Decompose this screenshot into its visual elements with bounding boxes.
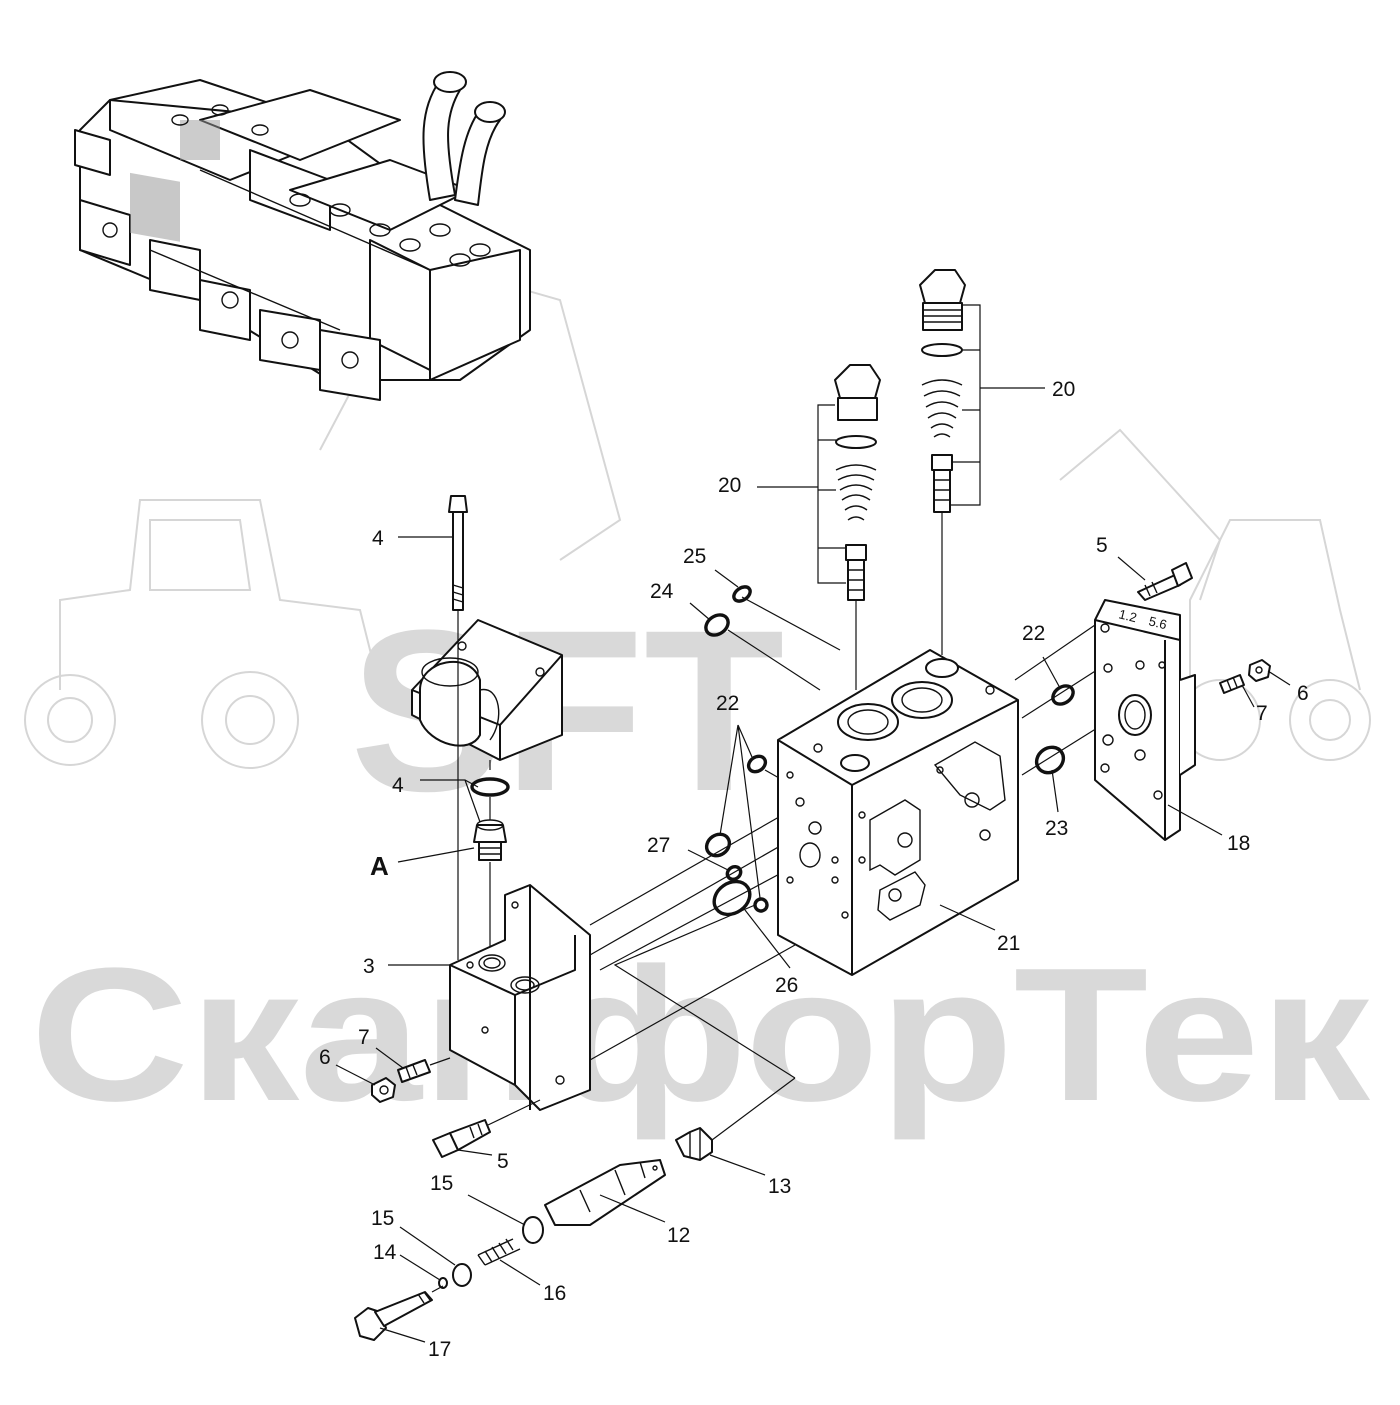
callout-20-left: 20 <box>718 474 741 497</box>
spool-axis <box>431 904 796 1293</box>
nut-left <box>371 1077 396 1103</box>
callout-7-right: 7 <box>1256 702 1268 725</box>
callout-27: 27 <box>647 834 670 857</box>
callout-21: 21 <box>997 932 1020 955</box>
callout-5-left: 5 <box>497 1150 509 1173</box>
plate-marking-right: 5.6 <box>1147 613 1168 632</box>
spring-16 <box>477 1238 521 1266</box>
callout-22-mid: 22 <box>716 692 739 715</box>
callout-6-right: 6 <box>1297 682 1309 705</box>
callout-15-upper: 15 <box>430 1172 453 1195</box>
relief-valve-right <box>919 269 1045 655</box>
bolt-right <box>1137 562 1193 601</box>
callout-A: A <box>370 851 389 881</box>
callout-7-left: 7 <box>358 1026 370 1049</box>
adapter-block <box>449 884 591 1111</box>
callout-20-right: 20 <box>1052 378 1075 401</box>
solenoid-coil <box>411 619 563 761</box>
spool-12 <box>544 1159 666 1226</box>
watermark-tractor-right <box>1179 519 1371 761</box>
callout-24: 24 <box>650 580 674 603</box>
plate-marking-left: 1.2 <box>1117 606 1138 625</box>
callout-3: 3 <box>363 955 375 978</box>
callout-14: 14 <box>373 1241 397 1264</box>
callout-12: 12 <box>667 1224 690 1247</box>
valve-assembly-overview <box>74 71 531 401</box>
callout-16: 16 <box>543 1282 566 1305</box>
relief-valve-left <box>817 364 881 690</box>
seal-rings <box>704 585 1075 917</box>
watermark-brand: СканфорТек <box>30 929 1371 1141</box>
callout-4-top: 4 <box>372 527 384 550</box>
long-bolt <box>448 495 468 640</box>
grub-screw-right <box>1219 674 1245 694</box>
callout-25: 25 <box>683 545 706 568</box>
callout-6-left: 6 <box>319 1046 331 1069</box>
callout-17: 17 <box>428 1338 451 1361</box>
callout-13: 13 <box>768 1175 791 1198</box>
callout-22-right: 22 <box>1022 622 1045 645</box>
valve-insert-A <box>473 819 507 861</box>
callout-26: 26 <box>775 974 798 997</box>
bolt-left <box>432 1119 491 1158</box>
valve-section-block <box>777 649 1019 976</box>
washer-15-lower <box>452 1263 472 1287</box>
watermark-tractor-left <box>24 499 381 769</box>
leader-lines <box>335 536 1291 1343</box>
nut-right <box>1248 659 1271 682</box>
callout-labels: 4 4 A 3 7 6 5 13 15 15 12 14 16 17 20 20… <box>319 378 1309 1361</box>
end-cover-plate: 1.2 5.6 <box>1094 599 1196 841</box>
plug-13 <box>675 1127 713 1161</box>
assembly-lines <box>589 596 1111 1061</box>
callout-18: 18 <box>1227 832 1250 855</box>
callout-15-lower: 15 <box>371 1207 394 1230</box>
callout-23: 23 <box>1045 817 1068 840</box>
callout-4-mid: 4 <box>392 774 404 797</box>
callout-5-right: 5 <box>1096 534 1108 557</box>
o-ring-coil <box>470 777 510 797</box>
ring-14 <box>438 1277 448 1289</box>
grub-screw-left <box>397 1059 431 1083</box>
washer-15-upper <box>522 1216 544 1244</box>
bolt-17 <box>354 1291 433 1341</box>
